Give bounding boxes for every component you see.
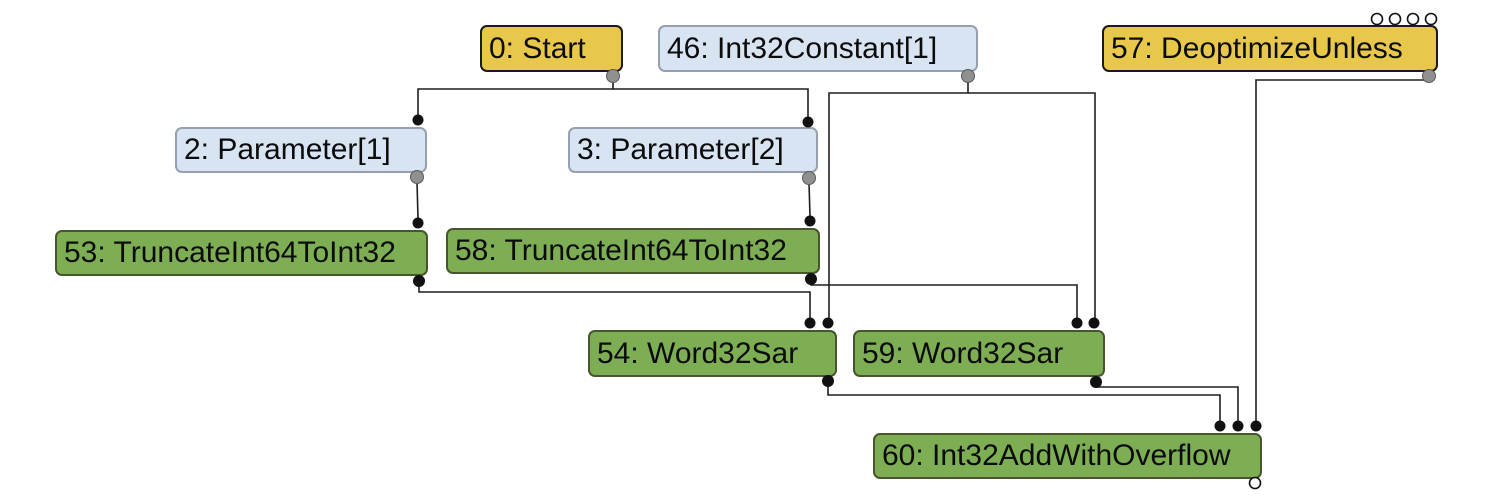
- edge-word32sar59-to-add60: [1096, 386, 1239, 421]
- input-port-3-node60[interactable]: [1250, 420, 1262, 432]
- node-label: 2: Parameter[1]: [184, 133, 391, 166]
- hidden-input-bubble-4-node57[interactable]: [1424, 12, 1438, 26]
- edge-int32constant-to-word32sar54: [828, 80, 969, 318]
- edge-parameter1-to-truncate53: [416, 181, 419, 219]
- input-port-node3[interactable]: [802, 116, 814, 128]
- node-label: 59: Word32Sar: [862, 336, 1064, 370]
- edge-start-to-parameter2: [613, 88, 809, 118]
- node-label: 53: TruncateInt64ToInt32: [64, 236, 396, 269]
- output-port-node59[interactable]: [1090, 376, 1102, 388]
- output-port-node58[interactable]: [805, 273, 817, 285]
- graph-node-60-int32addwithoverflow[interactable]: 60: Int32AddWithOverflow: [873, 433, 1262, 479]
- graph-node-2-parameter1[interactable]: 2: Parameter[1]: [175, 127, 427, 173]
- input-port-1-node60[interactable]: [1214, 420, 1226, 432]
- hidden-input-bubble-3-node57[interactable]: [1406, 12, 1420, 26]
- node-label: 3: Parameter[2]: [577, 133, 784, 166]
- output-port-node53[interactable]: [413, 275, 425, 287]
- node-label: 57: DeoptimizeUnless: [1111, 31, 1403, 65]
- graph-node-59-word32sar[interactable]: 59: Word32Sar: [853, 330, 1105, 377]
- output-port-node54[interactable]: [822, 375, 834, 387]
- output-port-node0[interactable]: [606, 69, 620, 83]
- input-port-2-node54[interactable]: [822, 317, 834, 329]
- node-label: 0: Start: [489, 31, 586, 65]
- output-port-node57[interactable]: [1422, 69, 1436, 83]
- graph-node-53-truncate[interactable]: 53: TruncateInt64ToInt32: [55, 230, 428, 276]
- input-port-2-node59[interactable]: [1088, 317, 1100, 329]
- input-port-1-node54[interactable]: [804, 317, 816, 329]
- edge-parameter2-to-truncate58: [808, 182, 811, 217]
- graph-node-46-int32constant[interactable]: 46: Int32Constant[1]: [658, 25, 978, 72]
- output-port-node46[interactable]: [961, 69, 975, 83]
- input-port-node2[interactable]: [412, 114, 424, 126]
- edge-start-to-parameter1: [417, 80, 614, 115]
- edge-word32sar54-to-add60: [827, 386, 1221, 421]
- input-port-node53[interactable]: [412, 217, 424, 229]
- node-label: 60: Int32AddWithOverflow: [882, 439, 1231, 472]
- node-label: 46: Int32Constant[1]: [667, 31, 938, 65]
- input-port-node58[interactable]: [804, 215, 816, 227]
- graph-node-54-word32sar[interactable]: 54: Word32Sar: [588, 330, 837, 377]
- edge-deoptimizeunless-to-add60: [1255, 78, 1430, 421]
- output-port-node3[interactable]: [802, 171, 816, 185]
- output-port-node2[interactable]: [410, 170, 424, 184]
- edge-truncate58-to-word32sar59: [810, 284, 1078, 318]
- graph-node-3-parameter2[interactable]: 3: Parameter[2]: [568, 127, 818, 173]
- graph-node-0-start[interactable]: 0: Start: [480, 25, 623, 72]
- hidden-output-bubble-node60[interactable]: [1248, 476, 1262, 490]
- input-port-2-node60[interactable]: [1232, 420, 1244, 432]
- graph-node-57-deoptimizeunless[interactable]: 57: DeoptimizeUnless: [1102, 25, 1438, 72]
- node-label: 54: Word32Sar: [597, 336, 799, 370]
- edge-truncate53-to-word32sar54: [418, 286, 811, 318]
- graph-node-58-truncate[interactable]: 58: TruncateInt64ToInt32: [446, 228, 820, 274]
- edge-int32constant-to-word32sar59: [968, 92, 1096, 318]
- hidden-input-bubble-2-node57[interactable]: [1388, 12, 1402, 26]
- node-label: 58: TruncateInt64ToInt32: [455, 234, 787, 267]
- hidden-input-bubble-1-node57[interactable]: [1370, 12, 1384, 26]
- input-port-1-node59[interactable]: [1071, 317, 1083, 329]
